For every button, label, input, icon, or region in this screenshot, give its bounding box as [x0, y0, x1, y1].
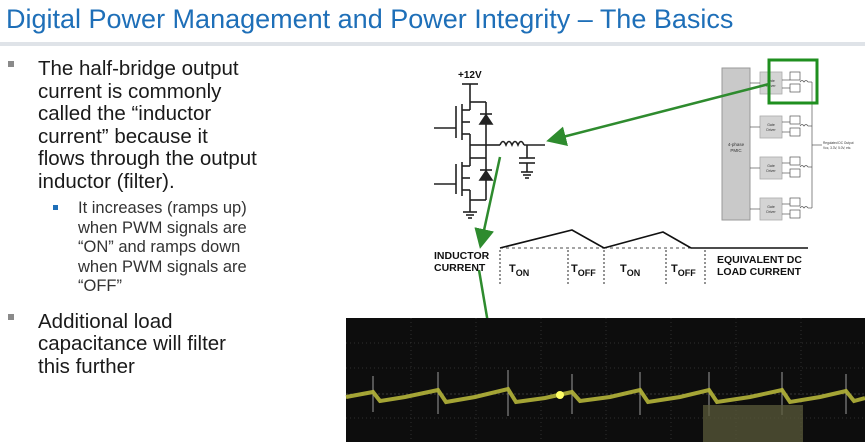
ton-label-2: TON	[620, 263, 640, 278]
bullet-line: current is commonly	[38, 79, 222, 103]
slide-title: Digital Power Management and Power Integ…	[6, 4, 734, 34]
ripple-waveform	[499, 229, 692, 249]
bullet-marker	[8, 313, 14, 320]
gate-driver-4	[759, 197, 783, 221]
sub-bullet-ramps: It increases (ramps up) when PWM signals…	[0, 199, 330, 297]
sub-bullet-line: “OFF”	[78, 277, 122, 295]
output-capacitor	[519, 145, 535, 179]
scope-trace	[345, 386, 865, 405]
output-inductor	[499, 140, 525, 148]
toff-label-2: TOFF	[671, 263, 696, 278]
gate-driver-label: Driver	[766, 169, 776, 173]
gate-driver-label: Gate	[767, 79, 775, 83]
sub-bullet-line: when PWM signals are	[78, 257, 247, 276]
bullet-line: current” because it	[38, 124, 208, 148]
sub-bullet-marker	[53, 205, 58, 210]
pmic-label-1: 4-phase	[728, 142, 745, 147]
gate-driver-label: Gate	[767, 164, 775, 168]
arrow-to-waveform-top	[474, 156, 502, 249]
half-bridge-highlight-box	[767, 58, 819, 105]
title-divider	[0, 42, 865, 46]
bullet-line: inductor (filter).	[38, 169, 175, 193]
bullet-load-capacitance: Additional load capacitance will filter …	[0, 309, 330, 379]
equivalent-dc-label-2: LOAD CURRENT	[717, 266, 802, 278]
pmic-label-2: PMIC	[730, 148, 742, 153]
half-bridge-schematic: +12V	[434, 70, 545, 219]
sub-bullet-line: It increases (ramps up)	[78, 199, 247, 217]
inductor-current-label-2: CURRENT	[434, 262, 486, 274]
pmic-block-diagram: 4-phase PMIC Gate Driver Gate Driver Gat…	[721, 58, 854, 221]
gate-driver-3	[759, 156, 783, 180]
gate-driver-label: Driver	[766, 128, 776, 132]
bullet-half-bridge: The half-bridge output current is common…	[0, 57, 330, 193]
gate-driver-2	[759, 115, 783, 139]
inductor-current-waveform: INDUCTOR CURRENT TON TOFF TON TOFF EQUIV…	[434, 229, 808, 285]
bullet-list: The half-bridge output current is common…	[0, 57, 330, 379]
bullet-line: Additional load	[38, 309, 173, 333]
gate-driver-label: Driver	[766, 84, 776, 88]
low-side-mosfet	[434, 145, 494, 200]
gate-driver-1	[759, 71, 783, 95]
equivalent-dc-label-1: EQUIVALENT DC	[717, 254, 802, 266]
sub-bullet-line: “ON” and ramps down	[78, 238, 241, 256]
toff-label-1: TOFF	[571, 263, 596, 278]
supply-label: +12V	[458, 70, 482, 81]
output-label-1: Regulated DC Output	[823, 141, 854, 145]
high-side-mosfet	[434, 101, 494, 145]
phase-markers	[499, 250, 706, 285]
oscilloscope-capture	[345, 318, 865, 442]
scope-cursor	[556, 391, 564, 399]
ton-label-1: TON	[509, 263, 529, 278]
bullet-line: this further	[38, 354, 135, 378]
gate-driver-label: Gate	[767, 123, 775, 127]
gate-driver-label: Driver	[766, 210, 776, 214]
gate-driver-label: Gate	[767, 205, 775, 209]
bullet-marker	[8, 61, 14, 67]
arrow-to-inductor	[546, 82, 770, 146]
bullet-line: called the “inductor	[38, 102, 212, 125]
output-label-2: Vcc, 3.3V, 5.0V, etc.	[823, 146, 851, 150]
bullet-line: The half-bridge output	[38, 57, 239, 80]
bullet-line: capacitance will filter	[38, 332, 226, 355]
sub-bullet-line: when PWM signals are	[78, 218, 247, 237]
inductor-current-label-1: INDUCTOR	[434, 250, 490, 262]
scope-overlay-image	[703, 405, 803, 442]
bullet-line: flows through the output	[38, 147, 257, 170]
